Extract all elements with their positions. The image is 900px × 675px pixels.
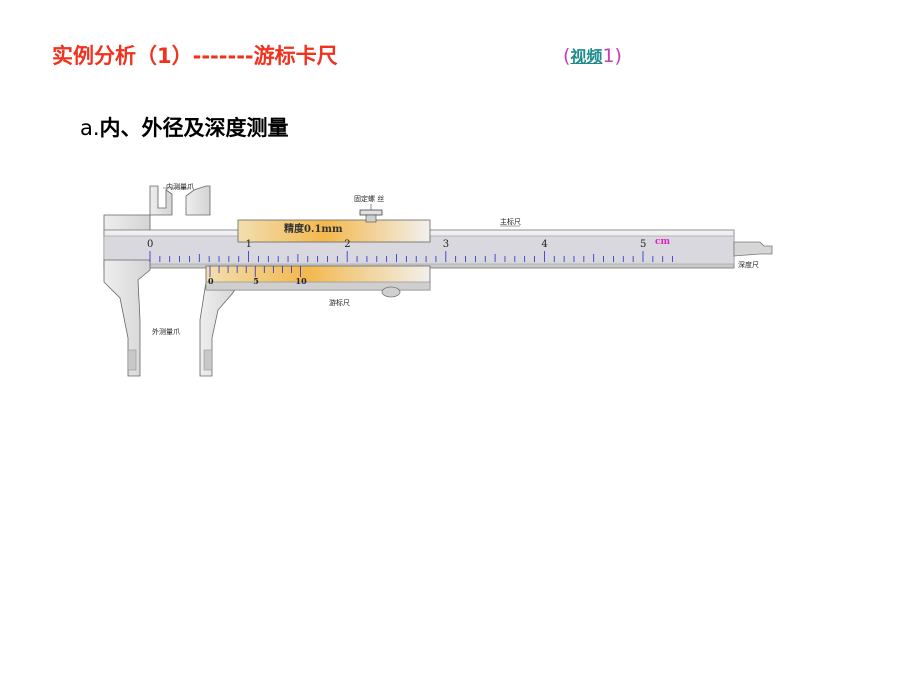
vernier-scale-ticks — [209, 266, 301, 277]
inner-jaw-fixed — [149, 185, 173, 216]
label-precision: 精度0.1mm — [284, 222, 343, 235]
label-screw: 固定螺 丝 — [354, 194, 384, 203]
subtitle-text: 内、外径及深度测量 — [99, 116, 289, 140]
video-paren-open: ( — [563, 45, 571, 67]
main-scale-number: 2 — [344, 239, 350, 250]
video-link[interactable]: 视频 — [570, 47, 603, 66]
label-inner-jaw: 内测量爪 — [166, 182, 194, 191]
depth-rod — [733, 241, 773, 257]
vernier-scale-number: 10 — [296, 276, 308, 286]
main-scale-number: 1 — [246, 239, 252, 250]
label-unit: cm — [655, 237, 670, 247]
label-depth: 深度尺 — [738, 260, 759, 269]
main-scale-ticks — [149, 251, 673, 262]
main-scale-number: 0 — [147, 239, 153, 250]
vernier-scale-numbers: 0 5 10 — [208, 276, 307, 286]
inner-jaw-sliding — [185, 185, 211, 216]
main-scale-number: 3 — [443, 239, 449, 250]
main-scale-numbers: 0 1 2 3 4 5 — [147, 239, 646, 250]
section-subtitle: a.内、外径及深度测量 — [80, 112, 289, 142]
vernier-scale-number: 5 — [253, 276, 259, 286]
label-vernier: 游标尺 — [329, 298, 350, 307]
video-paren-close: 1) — [602, 45, 622, 67]
locking-screw-icon — [359, 209, 383, 216]
video-link-group: (视频1) — [563, 43, 622, 67]
main-scale-number: 5 — [640, 239, 646, 250]
label-outer-jaw: 外测量爪 — [152, 327, 180, 336]
outer-jaw-fixed — [103, 259, 151, 377]
subtitle-prefix: a. — [80, 116, 100, 140]
vernier-caliper-diagram: 0 1 2 3 4 5 0 5 10 内测量爪 固定螺 丝 主标尺 精度0.1mm 深度尺 游… — [103, 182, 773, 377]
vernier-scale-number: 0 — [208, 276, 214, 286]
page-title: 实例分析（1）-------游标卡尺 — [52, 44, 338, 68]
main-scale-number: 4 — [541, 239, 547, 250]
thumb-wheel — [381, 286, 401, 298]
label-main-scale: 主标尺 — [500, 217, 521, 226]
vernier-slider-top — [237, 219, 431, 243]
